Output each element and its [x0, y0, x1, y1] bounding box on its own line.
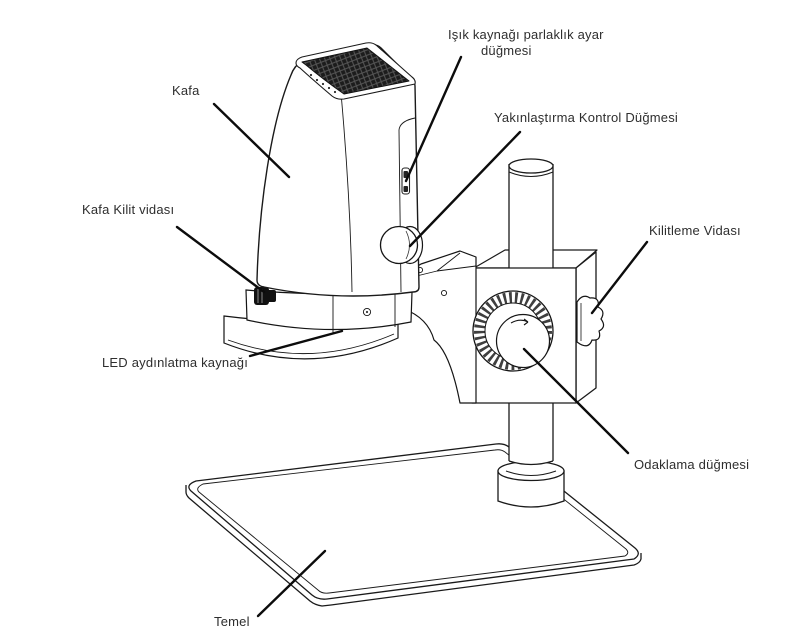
label-brightness-line2: düğmesi	[481, 43, 532, 58]
microscope-head	[256, 42, 420, 297]
vent-grill	[295, 42, 416, 100]
leader-line-head	[212, 102, 291, 179]
leader-line-head-lock	[175, 225, 266, 294]
label-head-lock-screw: Kafa Kilit vidası	[82, 202, 175, 217]
base-plate	[185, 443, 642, 607]
leader-line-led	[248, 329, 344, 358]
zoom-control-knob	[379, 225, 424, 265]
leader-lines	[175, 55, 649, 618]
label-brightness-line1: Işık kaynağı parlaklık ayar	[448, 27, 604, 42]
leader-line-base	[256, 549, 327, 618]
column-support-boss	[497, 460, 565, 508]
label-base: Temel	[214, 614, 250, 629]
leader-line-focus	[522, 347, 630, 455]
head-lock-screw	[254, 287, 276, 305]
side-panel-line	[398, 117, 416, 293]
head-collar	[245, 289, 413, 333]
label-zoom-control: Yakınlaştırma Kontrol Düğmesi	[494, 110, 679, 125]
grill-rim-dots	[309, 73, 337, 94]
label-focus-knob: Odaklama düğmesi	[634, 457, 750, 472]
leader-line-brightness	[404, 55, 463, 183]
focus-knob	[472, 290, 554, 372]
label-locking-screw: Kilitleme Vidası	[649, 223, 741, 238]
label-led-source: LED aydınlatma kaynağı	[102, 355, 249, 370]
leader-line-lock	[590, 240, 649, 315]
leader-line-zoom	[408, 130, 522, 248]
label-head: Kafa	[172, 83, 200, 98]
